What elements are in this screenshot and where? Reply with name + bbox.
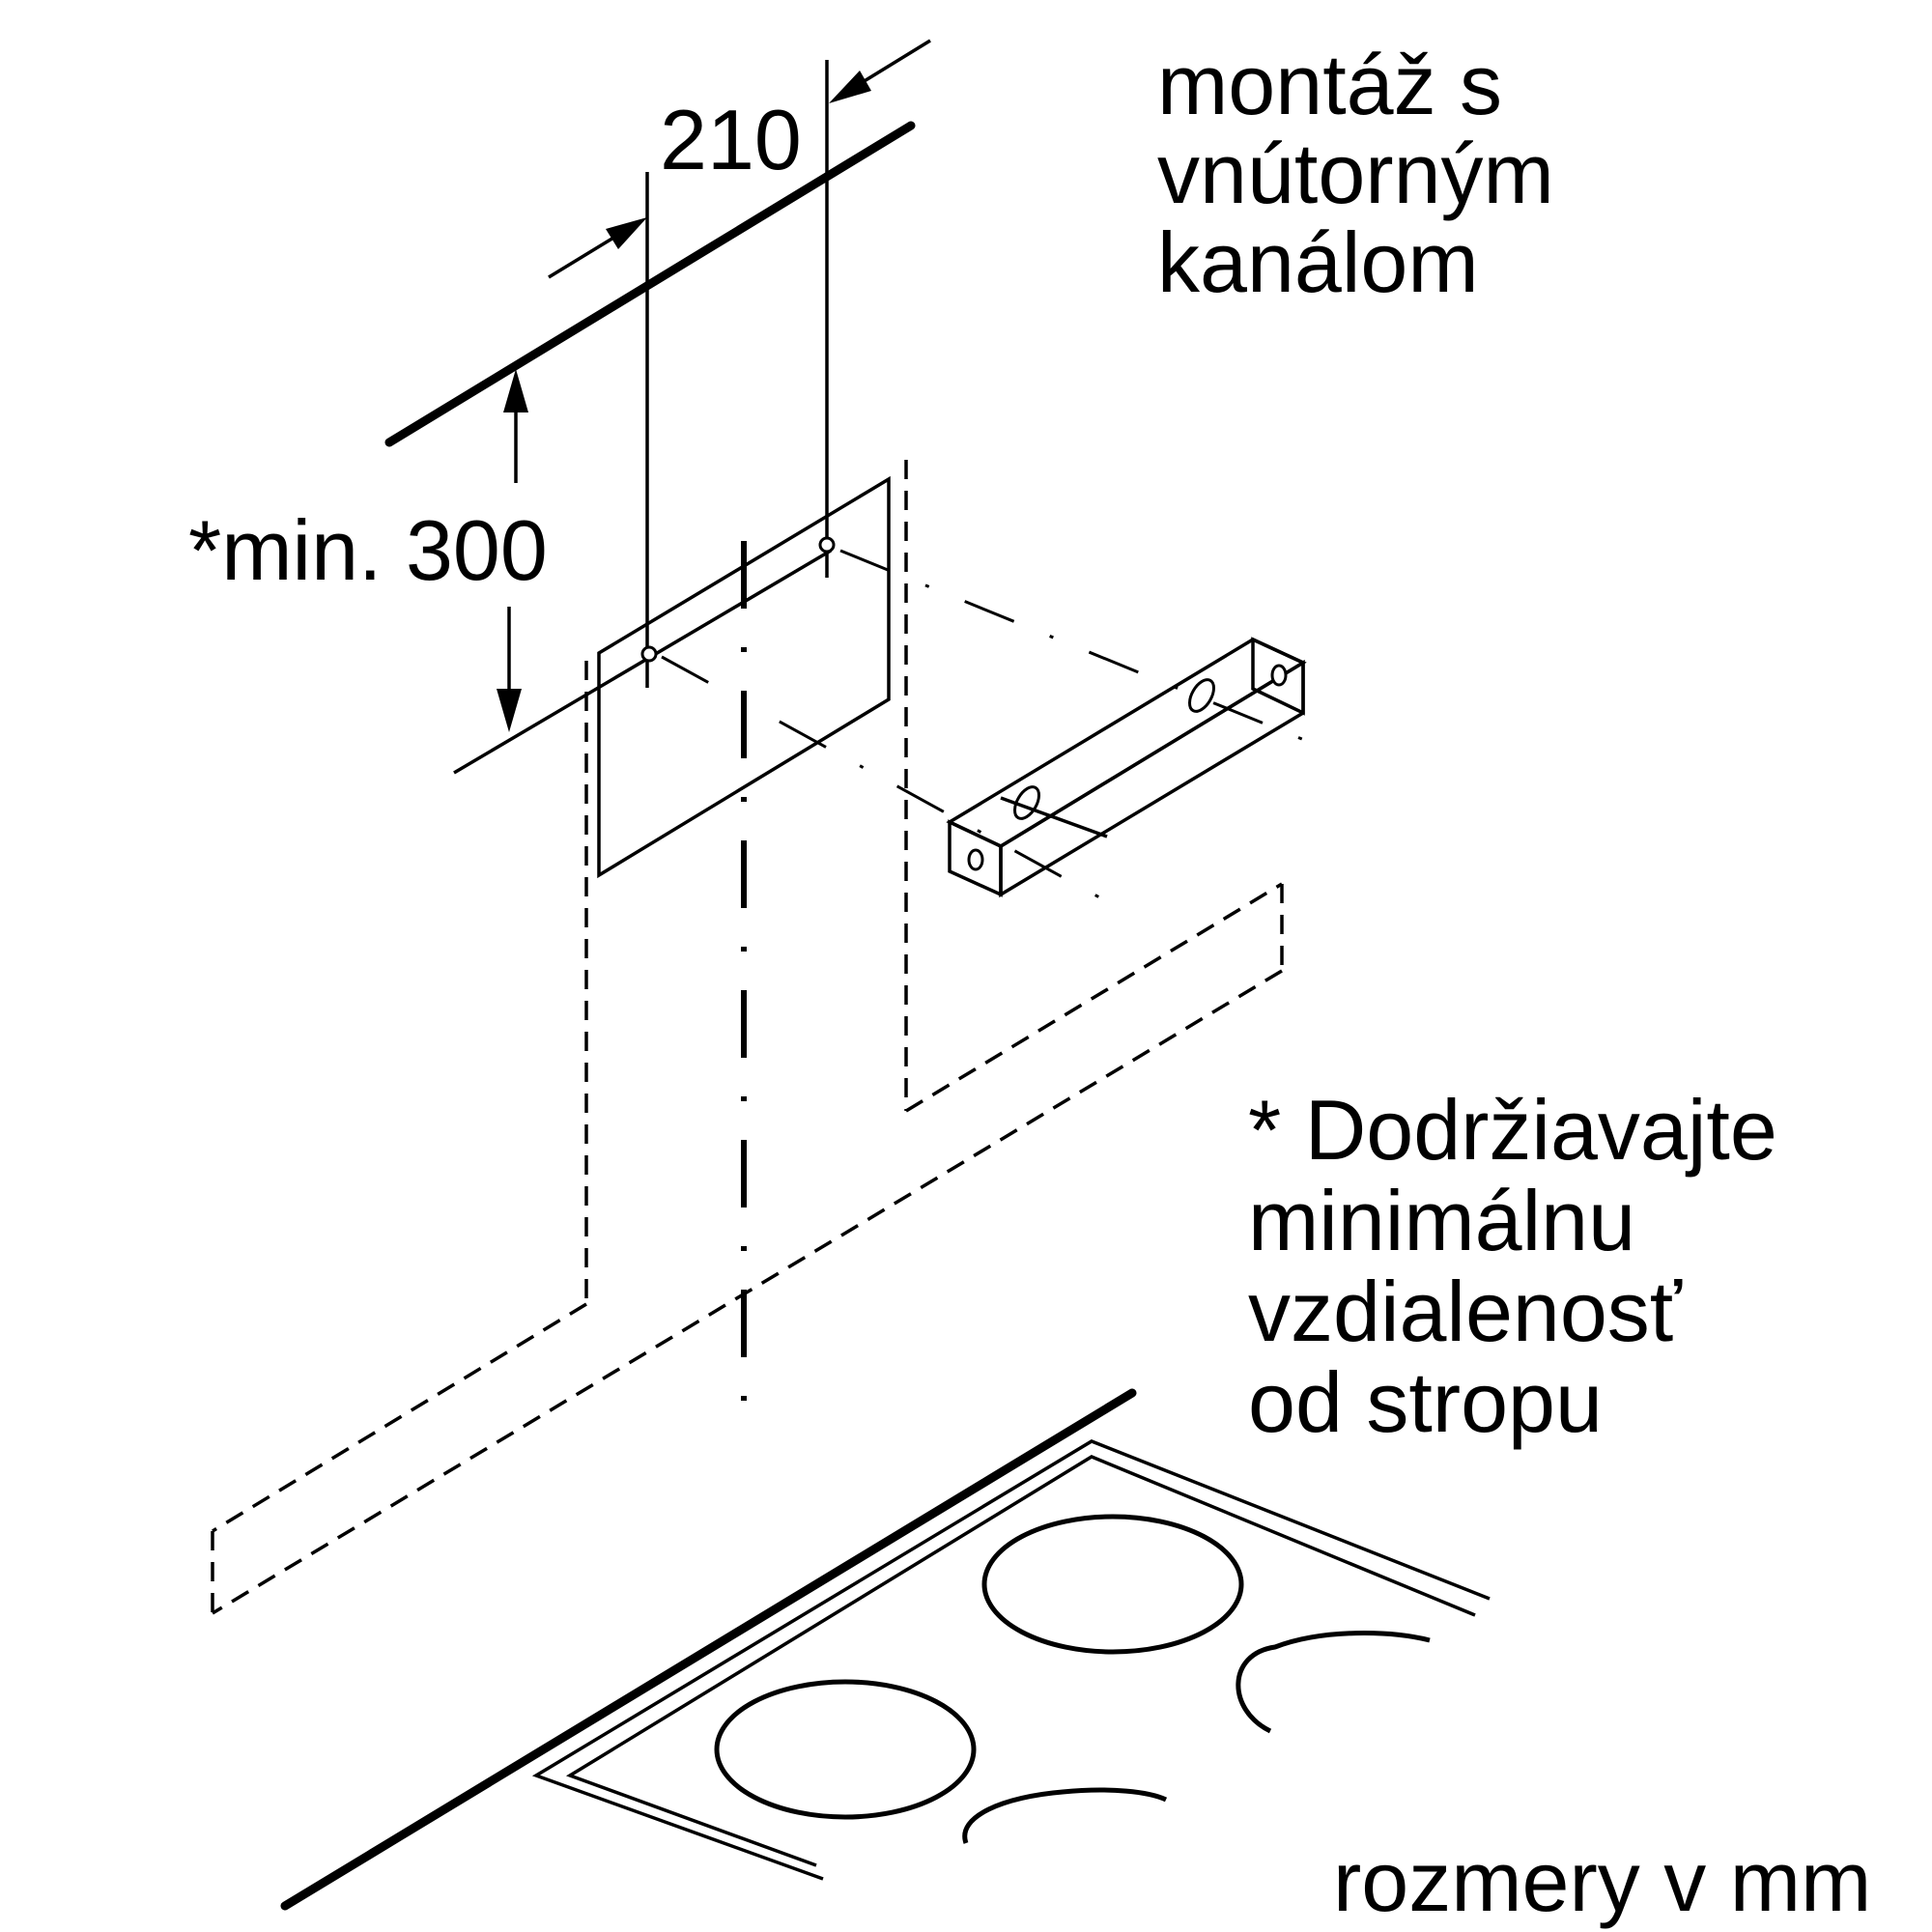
min-dimension-arrow-up (503, 369, 528, 412)
bracket-end-right (1251, 637, 1305, 716)
cooktop (280, 1388, 1491, 1911)
note-line-4: od stropu (1248, 1354, 1603, 1450)
bracket-continuation-line (1000, 796, 1108, 838)
min-distance-label: *min. 300 (188, 502, 548, 598)
bracket-end-left (948, 819, 1003, 897)
hood-back-top (212, 1302, 587, 1533)
ceiling-line (384, 121, 916, 447)
cooktop-outer-edge (531, 1439, 1491, 1881)
mounting-plate (597, 475, 891, 879)
min-distance-dimension: *min. 300 (188, 369, 832, 775)
title-line-1: montáž s (1157, 37, 1502, 132)
note-line-2: minimálnu (1248, 1173, 1635, 1268)
note-line-1: * Dodržiavajte (1248, 1082, 1777, 1178)
mounting-bracket (946, 637, 1307, 898)
width-dimension: 210 (548, 39, 931, 688)
bracket-front-face (999, 659, 1305, 898)
mounting-hole-right (818, 536, 836, 554)
title-line-3: kanálom (1157, 214, 1479, 310)
cooktop-inner-edge (565, 1455, 1476, 1867)
dimension-arrow-left-head (606, 217, 647, 249)
note-line-3: vzdialenosť (1248, 1264, 1683, 1359)
hotplate-back-right (1236, 1631, 1431, 1734)
units-label: rozmery v mm (1333, 1833, 1871, 1929)
alignment-line-2 (839, 549, 1315, 746)
dimension-width-label: 210 (660, 92, 802, 187)
mounting-reference-line (453, 549, 832, 775)
bracket-end-hole-right (1270, 664, 1288, 687)
mounting-hole-left (640, 645, 658, 663)
hood-front-bottom (212, 969, 1283, 1615)
worktop-edge (280, 1388, 1137, 1911)
hood-outline (211, 460, 1284, 1615)
alignment-line-1 (661, 655, 1102, 900)
bracket-end-hole-left (967, 848, 984, 871)
min-dimension-arrow-down (497, 689, 522, 732)
dimension-arrow-right-head (829, 71, 871, 103)
hotplate-back-left (981, 1514, 1244, 1655)
title-line-2: vnútorným (1157, 126, 1554, 221)
hotplate-front-right (962, 1787, 1168, 1844)
bracket-hole-2 (1188, 678, 1215, 713)
hotplate-front-left (714, 1679, 977, 1820)
hood-right-top (905, 882, 1283, 1113)
